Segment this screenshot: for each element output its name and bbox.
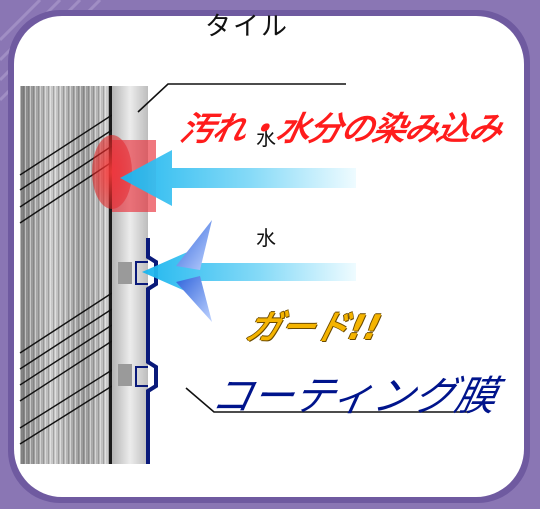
tile-label: タイル bbox=[205, 12, 290, 42]
water-label-top: 水 bbox=[256, 126, 276, 150]
guard-label: ガード!! bbox=[242, 308, 386, 348]
wall-cross-section bbox=[19, 86, 113, 464]
coating-film bbox=[135, 238, 158, 464]
stain-penetration-label: 汚れ・水分の染み込み bbox=[177, 109, 506, 148]
water-arrow-penetrating bbox=[120, 150, 356, 206]
leader-lines bbox=[137, 83, 470, 413]
tile-joints bbox=[118, 262, 132, 386]
coating-film-label: コーティング膜 bbox=[207, 372, 502, 420]
water-arrow-blocked bbox=[142, 250, 356, 294]
water-label-bottom: 水 bbox=[256, 226, 276, 250]
splash-deflection-icon bbox=[176, 220, 212, 322]
